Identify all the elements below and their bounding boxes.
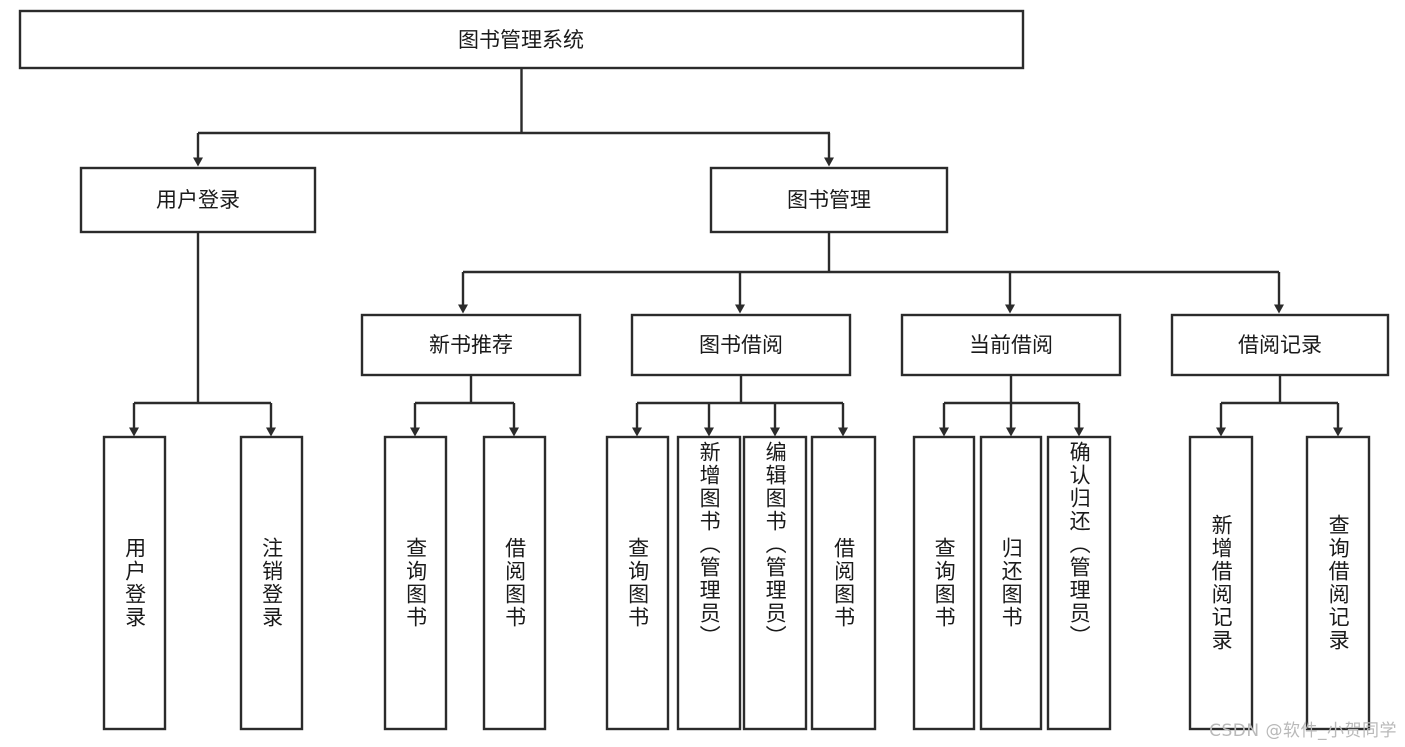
node-user-login-rect[interactable]: [79, 166, 317, 234]
leaf-edit-book-rect[interactable]: [742, 435, 808, 731]
leaf-query-book-c-rect[interactable]: [912, 435, 976, 731]
node-current-borrow-rect[interactable]: [900, 313, 1122, 377]
connector-group-book-borrow: [632, 375, 848, 437]
node-current-borrow[interactable]: 当前借阅: [900, 313, 1122, 377]
node-borrow-record[interactable]: 借阅记录: [1170, 313, 1390, 377]
connector-group-borrow-record: [1216, 375, 1343, 437]
leaf-user-login-rect[interactable]: [102, 435, 167, 731]
connector-group-current-borrow: [939, 375, 1084, 437]
leaf-return-book-rect[interactable]: [979, 435, 1043, 731]
node-book-borrow[interactable]: 图书借阅: [630, 313, 852, 377]
leaf-add-book-rect[interactable]: [676, 435, 742, 731]
leaf-logout-rect[interactable]: [239, 435, 304, 731]
node-borrow-record-rect[interactable]: [1170, 313, 1390, 377]
node-new-book-recommend[interactable]: 新书推荐: [360, 313, 582, 377]
leaf-add-record-rect[interactable]: [1188, 435, 1254, 731]
node-user-login[interactable]: 用户登录: [79, 166, 317, 234]
node-current-borrow-label: 当前借阅: [969, 333, 1053, 357]
node-new-book-recommend-rect[interactable]: [360, 313, 582, 377]
node-user-login-label: 用户登录: [156, 188, 240, 212]
node-root[interactable]: 图书管理系统: [18, 9, 1025, 70]
node-new-book-recommend-label: 新书推荐: [429, 333, 513, 357]
node-book-borrow-rect[interactable]: [630, 313, 852, 377]
connector-group-user-login: [129, 232, 276, 437]
node-borrow-record-label: 借阅记录: [1238, 333, 1322, 357]
node-book-borrow-label: 图书借阅: [699, 333, 783, 357]
connector-group-book-mgmt: [458, 232, 1284, 314]
leaf-borrow-book-a-rect[interactable]: [482, 435, 547, 731]
leaf-confirm-return-rect[interactable]: [1046, 435, 1112, 731]
node-book-management-label: 图书管理: [787, 188, 871, 212]
leaf-query-record-rect[interactable]: [1305, 435, 1371, 731]
leaf-query-book-b-rect[interactable]: [605, 435, 670, 731]
node-root-label: 图书管理系统: [458, 28, 584, 52]
node-book-management[interactable]: 图书管理: [709, 166, 949, 234]
leaf-borrow-book-b-rect[interactable]: [810, 435, 877, 731]
node-root-rect[interactable]: [18, 9, 1025, 70]
node-book-management-rect[interactable]: [709, 166, 949, 234]
connector-group-root: [193, 68, 834, 167]
leaf-query-book-a-rect[interactable]: [383, 435, 448, 731]
leaf-rect-group: [102, 435, 1371, 731]
connector-group-new-book-rec: [410, 375, 519, 437]
